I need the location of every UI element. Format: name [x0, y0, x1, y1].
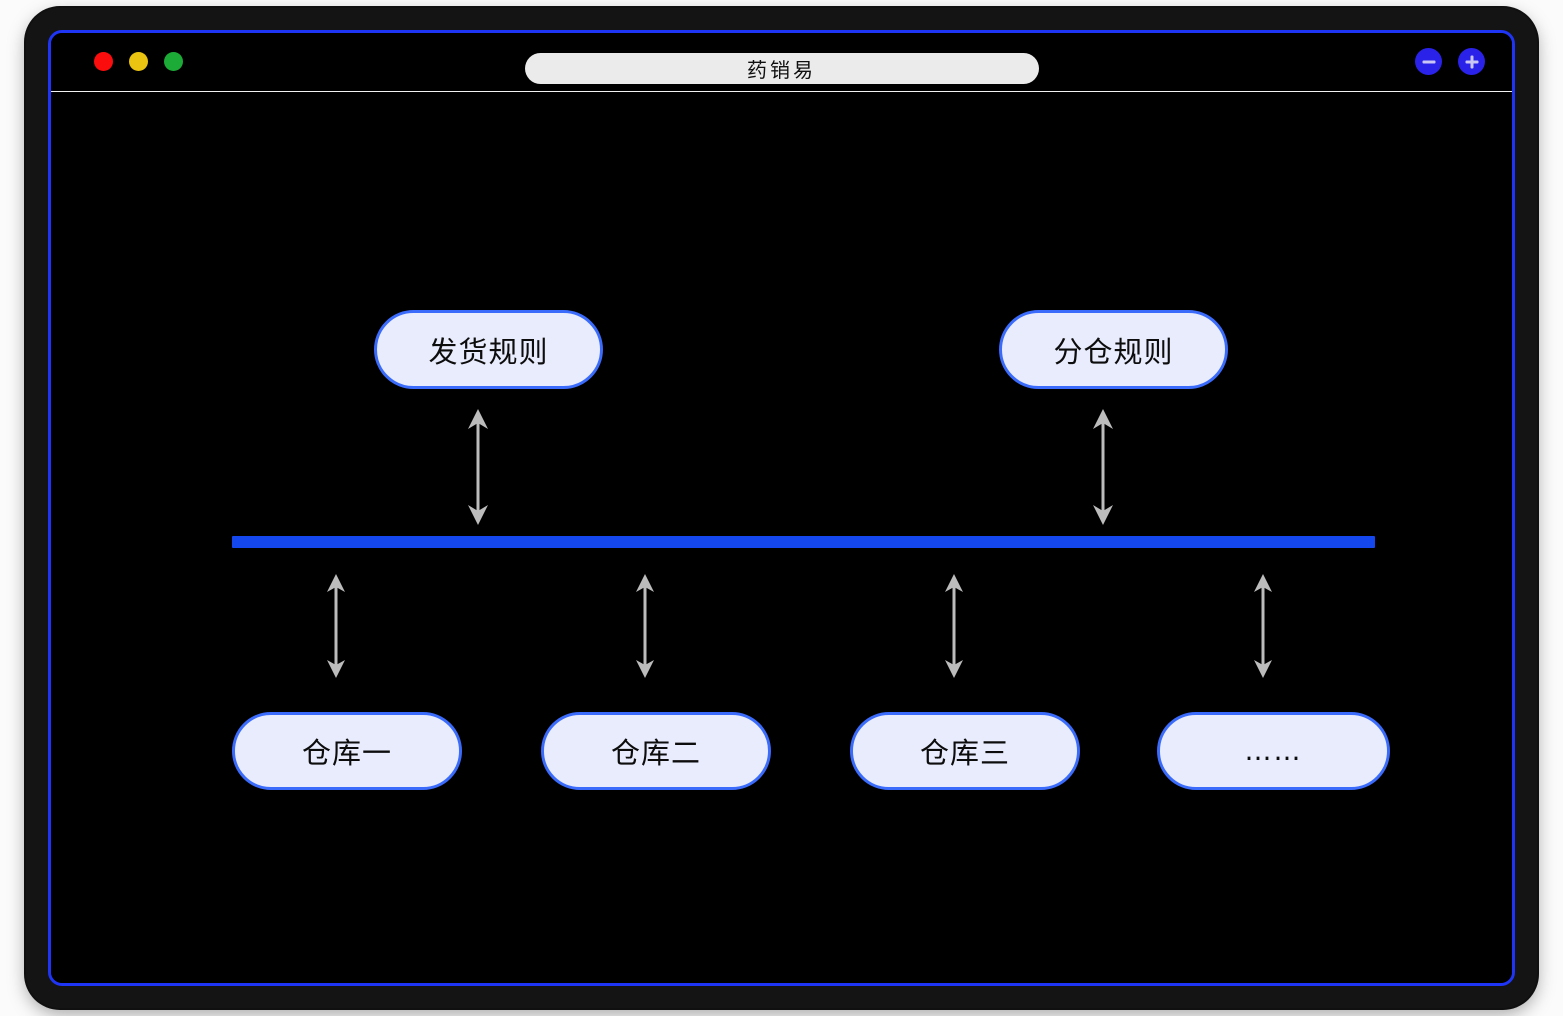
- node-warehouse-1[interactable]: 仓库一: [232, 712, 462, 790]
- page-title: 药销易: [747, 58, 816, 82]
- zoom-in-button[interactable]: [1458, 48, 1485, 75]
- minimize-button[interactable]: [129, 52, 148, 71]
- close-button[interactable]: [94, 52, 113, 71]
- title-pill: 药销易: [524, 53, 1039, 84]
- node-shipping-rule-label: 发货规则: [428, 334, 549, 369]
- window-actions: [1415, 48, 1485, 75]
- node-warehouse-1-label: 仓库一: [301, 736, 392, 770]
- arrow-bus-to-warehouse-3: [945, 574, 963, 678]
- arrow-bus-to-warehouse-1: [327, 574, 345, 678]
- window-inner: 药销易 发货规则 分仓规则: [48, 30, 1515, 986]
- arrow-bus-to-warehouse-2: [636, 574, 654, 678]
- arrow-shipping-rule-to-bus: [468, 409, 488, 525]
- minus-icon: [1422, 60, 1435, 63]
- node-warehouse-more-label: ……: [1244, 735, 1303, 767]
- arrow-split-rule-to-bus: [1093, 409, 1113, 525]
- node-warehouse-2-label: 仓库二: [610, 736, 701, 770]
- node-warehouse-3[interactable]: 仓库三: [850, 712, 1080, 790]
- rule-distribution-bus: [232, 536, 1375, 548]
- traffic-light-group: [94, 52, 183, 71]
- arrow-bus-to-warehouse-more: [1254, 574, 1272, 678]
- titlebar: 药销易: [51, 33, 1512, 92]
- zoom-out-button[interactable]: [1415, 48, 1442, 75]
- node-shipping-rule[interactable]: 发货规则: [374, 310, 603, 389]
- node-split-rule[interactable]: 分仓规则: [999, 310, 1228, 389]
- node-warehouse-2[interactable]: 仓库二: [541, 712, 771, 790]
- maximize-button[interactable]: [164, 52, 183, 71]
- diagram-canvas: 发货规则 分仓规则: [51, 92, 1512, 983]
- node-warehouse-3-label: 仓库三: [919, 736, 1010, 770]
- plus-icon-vertical: [1470, 55, 1473, 68]
- node-split-rule-label: 分仓规则: [1053, 334, 1174, 369]
- window-frame: 药销易 发货规则 分仓规则: [26, 8, 1537, 1008]
- node-warehouse-more[interactable]: ……: [1157, 712, 1390, 790]
